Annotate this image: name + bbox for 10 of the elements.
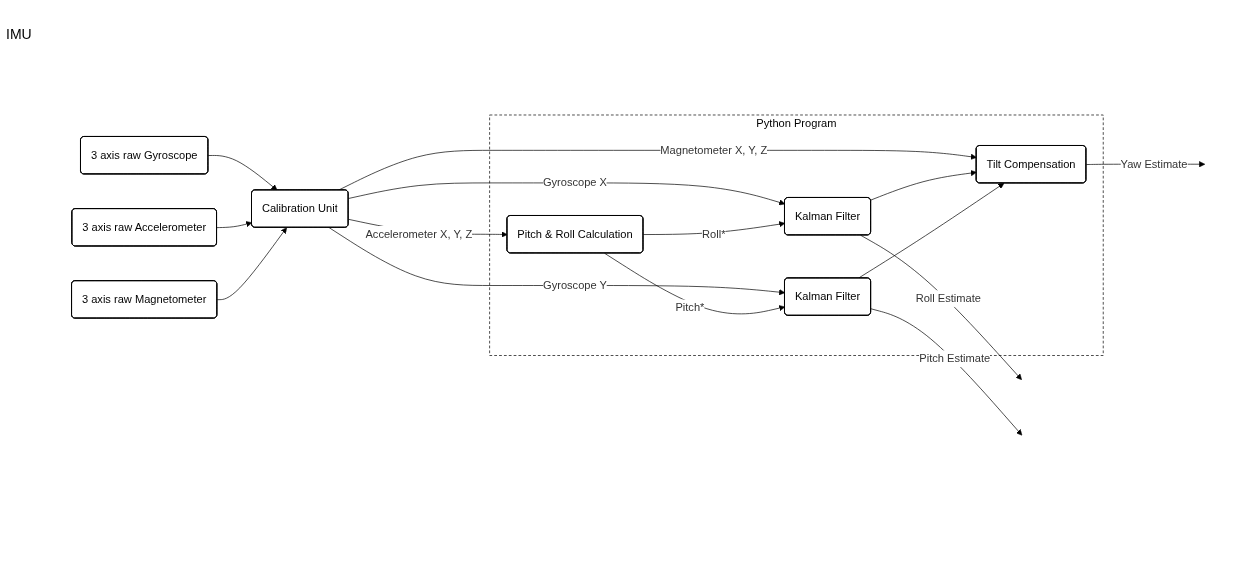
group-label: IMU bbox=[6, 26, 33, 42]
edge-label: Pitch* bbox=[675, 301, 705, 314]
edge-label: Pitch Estimate bbox=[919, 352, 991, 365]
edge-label: Gyroscope Y bbox=[543, 279, 607, 292]
edge-label: Accelerometer X, Y, Z bbox=[365, 227, 473, 240]
edge-label: Magnetometer X, Y, Z bbox=[660, 144, 768, 156]
edge-label: Roll* bbox=[702, 227, 726, 240]
edge-label: Roll Estimate bbox=[915, 292, 981, 305]
edge-label: Gyroscope X bbox=[542, 176, 608, 189]
edge-label: Yaw Estimate bbox=[1120, 157, 1188, 170]
